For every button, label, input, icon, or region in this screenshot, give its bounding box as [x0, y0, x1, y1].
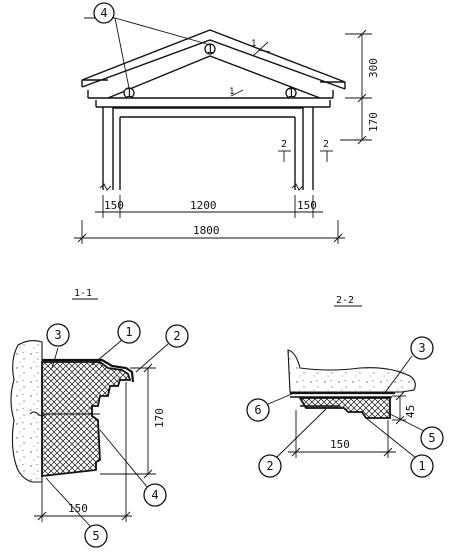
marker-top-text: 1 — [206, 42, 213, 56]
callout-6-s22: 6 — [246, 398, 270, 422]
s22-dim-45: 45 — [404, 405, 417, 418]
callout-5-s22-text: 5 — [428, 431, 435, 445]
callout-4-s11-text: 4 — [151, 488, 158, 502]
section-2-2: 2-2 3 6 5 2 1 — [246, 295, 444, 478]
s11-dim-150: 150 — [68, 502, 88, 515]
section-mark-1-top: 1 — [251, 39, 256, 49]
callout-2-s11: 2 — [165, 324, 189, 348]
callout-4-elevation: 4 — [93, 2, 115, 24]
section-1-1-title: 1-1 — [74, 288, 92, 299]
dim-170: 170 — [367, 112, 380, 132]
s22-dim-150: 150 — [330, 438, 350, 451]
marker-circle-right: 1 — [285, 86, 297, 100]
callout-1-s22-text: 1 — [418, 459, 425, 473]
dim-150-left: 150 — [104, 199, 124, 212]
marker-circle-top: 1 — [204, 42, 216, 56]
callout-5-s22: 5 — [420, 426, 444, 450]
callout-2-s11-text: 2 — [173, 329, 180, 343]
callout-3-s11-text: 3 — [54, 328, 61, 342]
callout-5-s11-text: 5 — [92, 529, 99, 543]
callout-1-s11: 1 — [117, 320, 141, 344]
callout-2-s22: 2 — [258, 454, 282, 478]
s11-dim-170: 170 — [153, 408, 166, 428]
marker-left-text: 1 — [125, 86, 132, 100]
callout-1-s11-text: 1 — [125, 325, 132, 339]
callout-4-text: 4 — [100, 6, 107, 20]
marker-circle-left: 1 — [123, 86, 135, 100]
marker-right-text: 1 — [287, 86, 294, 100]
callout-1-s22: 1 — [410, 454, 434, 478]
callout-6-s22-text: 6 — [254, 403, 261, 417]
callout-5-s11: 5 — [84, 524, 108, 548]
callout-3-s11: 3 — [46, 323, 70, 347]
dim-150-right: 150 — [297, 199, 317, 212]
dim-1200: 1200 — [190, 199, 217, 212]
section-2-tag-left: 2 — [281, 139, 287, 150]
section-2-tag-right: 2 — [323, 139, 329, 150]
elevation-view: 1 1 1 4 1 1 2 2 — [74, 2, 380, 244]
section-mark-1-lower: 1 — [229, 87, 234, 97]
callout-3-s22: 3 — [410, 336, 434, 360]
dim-1800: 1800 — [193, 224, 220, 237]
section-2-2-title: 2-2 — [336, 295, 354, 306]
section-1-1: 1-1 3 1 2 4 5 — [10, 288, 189, 548]
callout-2-s22-text: 2 — [266, 459, 273, 473]
callout-4-s11: 4 — [143, 483, 167, 507]
callout-3-s22-text: 3 — [418, 341, 425, 355]
dim-300: 300 — [367, 58, 380, 78]
